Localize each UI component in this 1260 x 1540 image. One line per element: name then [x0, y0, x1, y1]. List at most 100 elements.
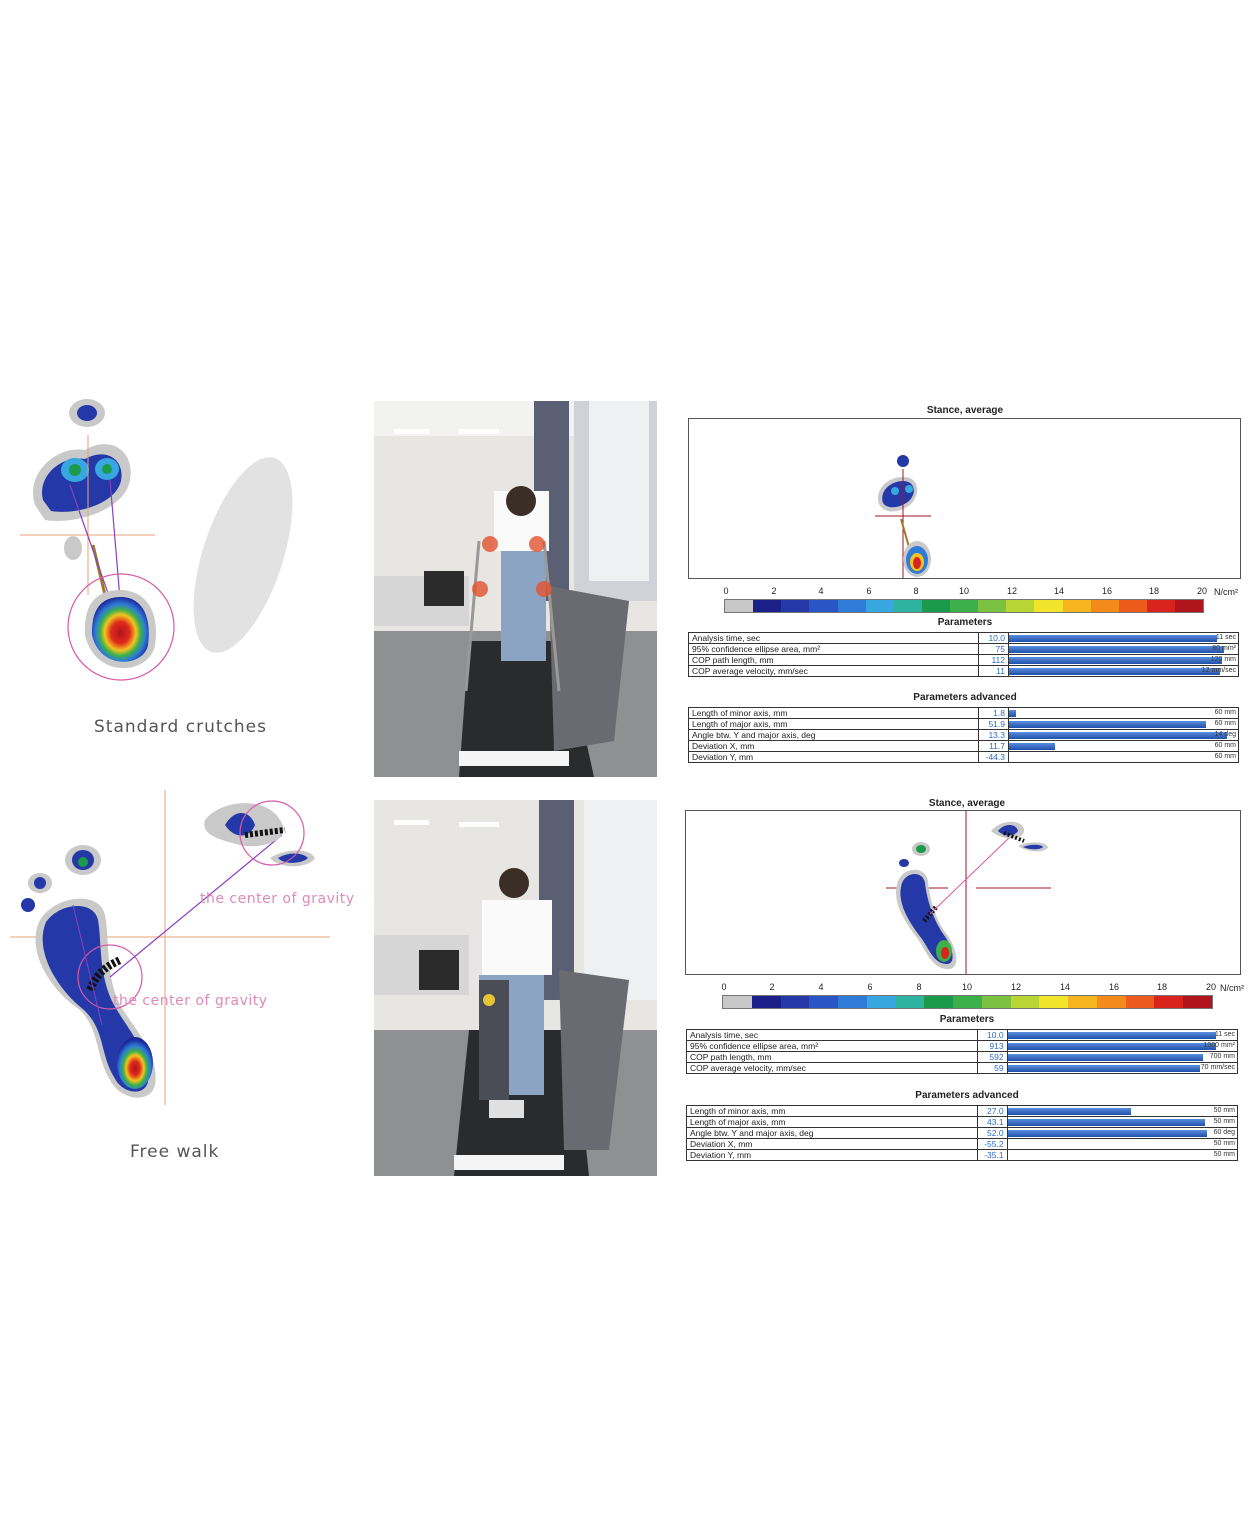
- param-bar: [1008, 1043, 1217, 1050]
- exoskeleton-walking-photo: [374, 800, 657, 1176]
- tick-label: 14: [1059, 982, 1071, 992]
- report-top-stance-plot: [688, 418, 1241, 579]
- param-label: Length of major axis, mm: [688, 718, 979, 730]
- param-value: 10.0: [978, 632, 1009, 644]
- scale-segment: [921, 600, 950, 612]
- param-label: Deviation Y, mm: [688, 751, 979, 763]
- scale-segment: [1034, 600, 1063, 612]
- param-label: Deviation X, mm: [688, 740, 979, 752]
- param-bar: [1009, 732, 1227, 739]
- standard-crutches-caption: Standard crutches: [94, 717, 267, 737]
- tick-label: 20: [1205, 982, 1217, 992]
- param-bar-cell: 12 mm/sec: [1008, 665, 1239, 677]
- report-bottom-color-scale: 0 2 4 6 8 10 12 14 16 18 20 N/cm²: [721, 982, 1252, 1010]
- param-value: 1.8: [978, 707, 1009, 719]
- param-bar: [1008, 1119, 1205, 1126]
- params-title-top: Parameters: [937, 617, 993, 628]
- scale-unit: N/cm²: [1220, 983, 1244, 993]
- adv-title-top: Parameters advanced: [913, 692, 1017, 703]
- scale-segment: [1039, 996, 1069, 1008]
- param-label: COP path length, mm: [686, 1051, 978, 1063]
- param-max: 50 mm: [1213, 1151, 1235, 1158]
- param-value: 51.9: [978, 718, 1009, 730]
- param-value: 11.7: [978, 740, 1009, 752]
- tick-label: 10: [958, 586, 970, 596]
- param-value: 75: [978, 643, 1009, 655]
- param-bar-cell: 60 mm: [1008, 751, 1239, 763]
- free-walk-caption: Free walk: [130, 1142, 220, 1162]
- param-value: 10.0: [976, 1029, 1008, 1041]
- param-label: Angle btw. Y and major axis, deg: [686, 1127, 978, 1139]
- tick-label: 6: [867, 982, 873, 992]
- param-max: 700 mm: [1209, 1053, 1235, 1060]
- param-bar: [1008, 1108, 1132, 1115]
- param-max: 11 sec: [1215, 634, 1236, 641]
- param-value: 913: [976, 1040, 1008, 1052]
- param-max: 70 mm/sec: [1200, 1064, 1235, 1071]
- param-value: -55.2: [976, 1138, 1008, 1150]
- param-max: 1000 mm²: [1203, 1042, 1235, 1049]
- param-max: 60 mm: [1214, 742, 1236, 749]
- param-label: 95% confidence ellipse area, mm²: [686, 1040, 978, 1052]
- param-max: 120 mm: [1210, 656, 1236, 663]
- scale-segment: [1062, 600, 1091, 612]
- scale-segment: [1010, 996, 1040, 1008]
- report-bottom-title: Stance, average: [928, 798, 1006, 809]
- adv-title-bottom: Parameters advanced: [915, 1090, 1019, 1101]
- param-value: 59: [976, 1062, 1008, 1074]
- param-max: 60 mm: [1214, 753, 1236, 760]
- report-top-color-scale: 0 2 4 6 8 10 12 14 16 18 20 N/cm²: [723, 586, 1244, 614]
- param-bar-cell: 60 mm: [1008, 718, 1239, 730]
- scale-segment: [981, 996, 1011, 1008]
- scale-segment: [837, 600, 866, 612]
- tick-label: 12: [1006, 586, 1018, 596]
- tick-label: 0: [723, 586, 729, 596]
- param-label: Deviation X, mm: [686, 1138, 978, 1150]
- scale-unit: N/cm²: [1214, 587, 1238, 597]
- param-bar-cell: 50 mm: [1006, 1138, 1239, 1150]
- param-bar: [1008, 1054, 1203, 1061]
- tick-label: 16: [1108, 982, 1120, 992]
- scale-segment: [725, 600, 754, 612]
- param-value: 112: [978, 654, 1009, 666]
- scale-segment: [751, 996, 781, 1008]
- param-bar-cell: 60 mm: [1008, 740, 1239, 752]
- param-value: 592: [976, 1051, 1008, 1063]
- scale-segment: [838, 996, 867, 1008]
- param-bar-cell: 11 sec: [1006, 1029, 1239, 1041]
- report-top-title: Stance, average: [926, 405, 1004, 416]
- param-max: 11 sec: [1214, 1031, 1235, 1038]
- scale-segment: [865, 600, 894, 612]
- tick-label: 10: [961, 982, 973, 992]
- tick-label: 2: [771, 586, 777, 596]
- scale-segment: [780, 996, 810, 1008]
- param-label: Length of major axis, mm: [686, 1116, 978, 1128]
- param-bar-cell: 14 deg: [1008, 729, 1239, 741]
- param-bar-cell: 700 mm: [1006, 1051, 1239, 1063]
- scale-segment: [893, 600, 922, 612]
- scale-segment: [1175, 600, 1204, 612]
- param-label: COP path length, mm: [688, 654, 979, 666]
- scale-ticks-bottom: 0 2 4 6 8 10 12 14 16 18 20: [721, 982, 1252, 994]
- tick-label: 12: [1010, 982, 1022, 992]
- param-bar-cell: 80 mm²: [1008, 643, 1239, 655]
- param-bar: [1009, 657, 1222, 664]
- param-label: Deviation Y, mm: [686, 1149, 978, 1161]
- param-max: 80 mm²: [1212, 645, 1236, 652]
- scale-segment: [1090, 600, 1119, 612]
- scale-segment: [895, 996, 925, 1008]
- tick-label: 14: [1053, 586, 1065, 596]
